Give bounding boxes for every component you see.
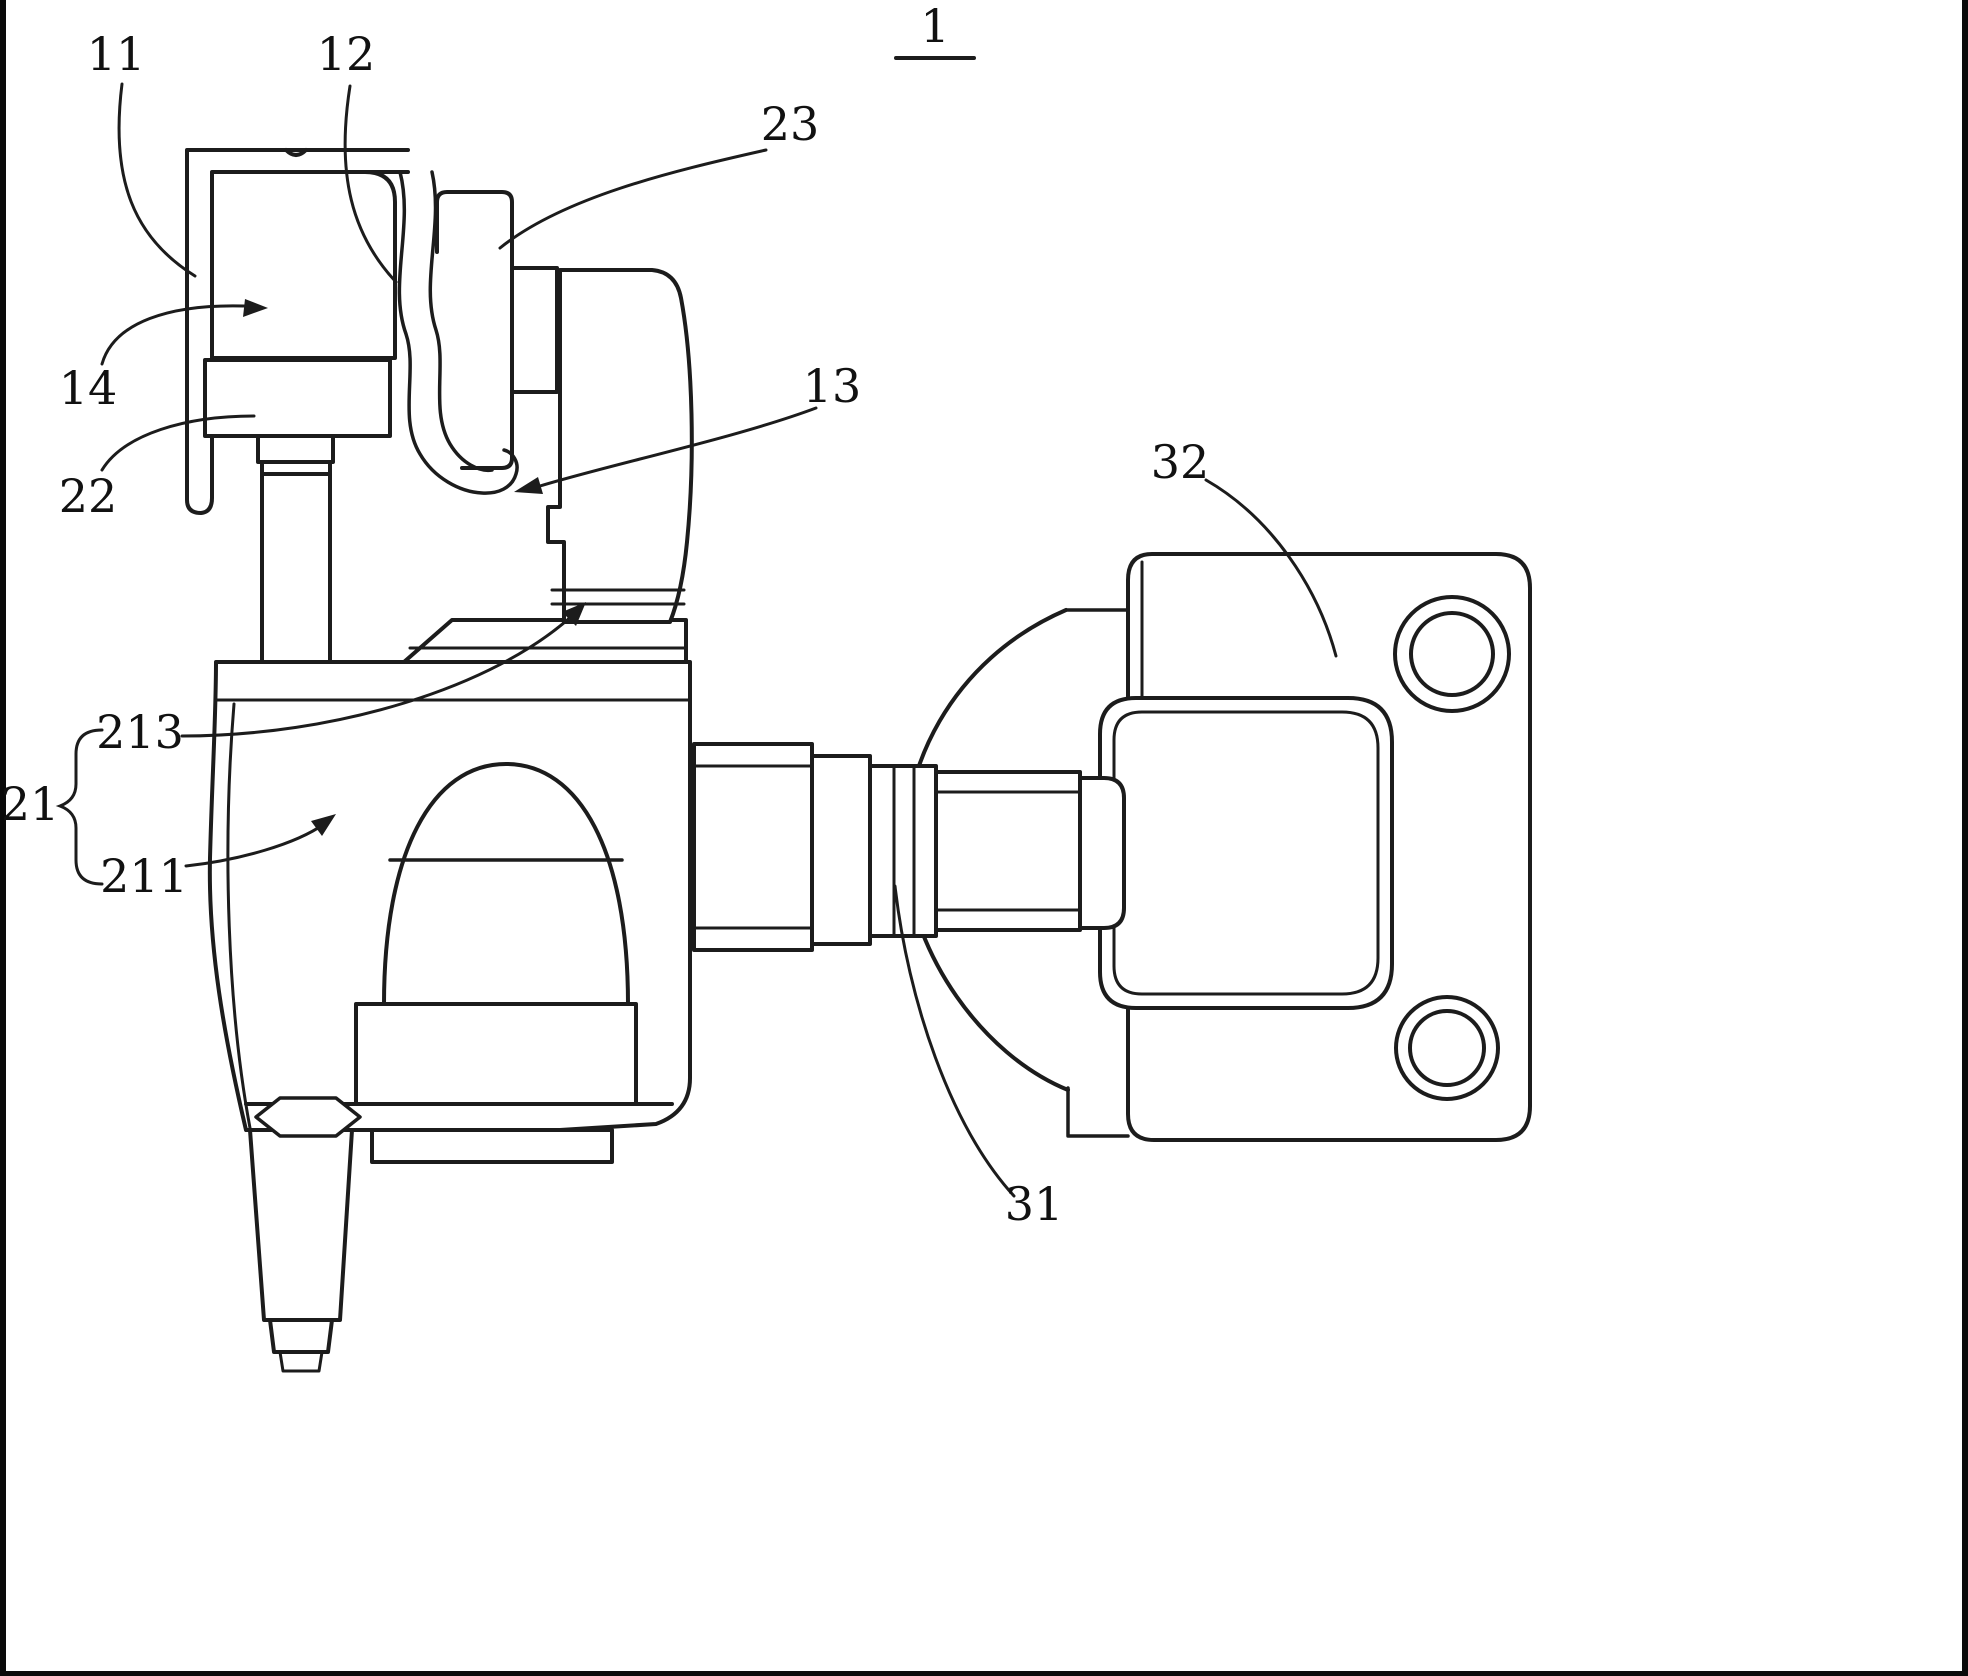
clamp-block-part22: [203, 358, 392, 438]
shaft-segment-lines: [892, 764, 916, 938]
leader-line-23: [498, 148, 768, 250]
screw-hole-bottom-inner: [1408, 1009, 1486, 1087]
label-31: 31: [1005, 1177, 1064, 1231]
shaft-plate-lines: [692, 764, 814, 930]
arrowhead-211: [311, 814, 336, 836]
leader-line-12: [343, 84, 398, 284]
label-12: 12: [317, 27, 376, 81]
housing-bottom-plate: [370, 1128, 614, 1164]
scan-border-left: [0, 0, 6, 1676]
shaft-plate: [692, 742, 814, 952]
label-213: 213: [96, 705, 184, 759]
leader-line-13: [538, 406, 818, 488]
leader-line-32: [1204, 478, 1338, 658]
hinge-frame-inner-line: [1112, 710, 1380, 996]
label-11: 11: [87, 27, 146, 81]
label-21: 21: [1, 777, 60, 831]
housing-left-contour-line: [226, 702, 252, 1130]
leader-line-31: [893, 884, 1016, 1198]
label-14: 14: [59, 361, 118, 415]
arrowhead-14: [243, 299, 268, 317]
arrowhead-213: [562, 602, 586, 626]
shaft-barrel-lines: [934, 790, 1082, 912]
l-bracket-part11: [185, 148, 410, 515]
arrowhead-13: [514, 477, 543, 494]
hinge-frame-outline: [1098, 696, 1394, 1010]
scan-border-right: [1962, 0, 1968, 1676]
reference-labels: 1 11 12 23 14 22 13 32 213 21 211 31: [1, 0, 1210, 1231]
leader-line-14: [100, 304, 246, 366]
hex-boss: [254, 1096, 362, 1138]
label-23: 23: [761, 97, 820, 151]
pad-part14: [210, 170, 397, 360]
leader-line-22: [100, 414, 256, 472]
backing-plate-boss: [510, 266, 559, 394]
pivot-pin: [260, 460, 332, 664]
scan-border-bottom: [0, 1671, 1968, 1676]
gasket-part12-outer: [397, 170, 519, 495]
arc-bracket-connector-lines: [1064, 608, 1130, 1138]
annotations: [55, 56, 1338, 1198]
backing-plate-part23: [435, 190, 514, 470]
brace-21: [55, 728, 104, 886]
clamp-block-step: [256, 434, 335, 464]
main-housing-part21: [207, 660, 692, 1132]
label-211: 211: [100, 849, 188, 903]
support-arm-flange-lines: [550, 588, 686, 606]
housing-foot-tip: [278, 1350, 324, 1373]
shaft-segment-part31: [868, 764, 938, 938]
housing-foot-step: [268, 1318, 334, 1354]
dome-detail-part211: [382, 762, 630, 1006]
housing-foot: [248, 1128, 354, 1322]
drawing-ink: [185, 148, 1532, 1373]
leader-line-213: [180, 612, 576, 738]
figure-number-label: 1: [920, 0, 949, 53]
leader-line-11: [117, 82, 197, 278]
shaft-end-cap: [1078, 776, 1126, 930]
label-13: 13: [803, 359, 862, 413]
shaft-collar: [810, 754, 872, 946]
support-arm: [546, 268, 694, 624]
leader-line-211: [184, 822, 326, 868]
arm-base-plate: [402, 618, 688, 664]
shaft-barrel: [934, 770, 1082, 932]
label-22: 22: [59, 469, 118, 523]
label-32: 32: [1151, 435, 1210, 489]
screw-hole-top-inner: [1409, 611, 1495, 697]
gasket-part12-inner-hook-part13: [428, 170, 494, 473]
